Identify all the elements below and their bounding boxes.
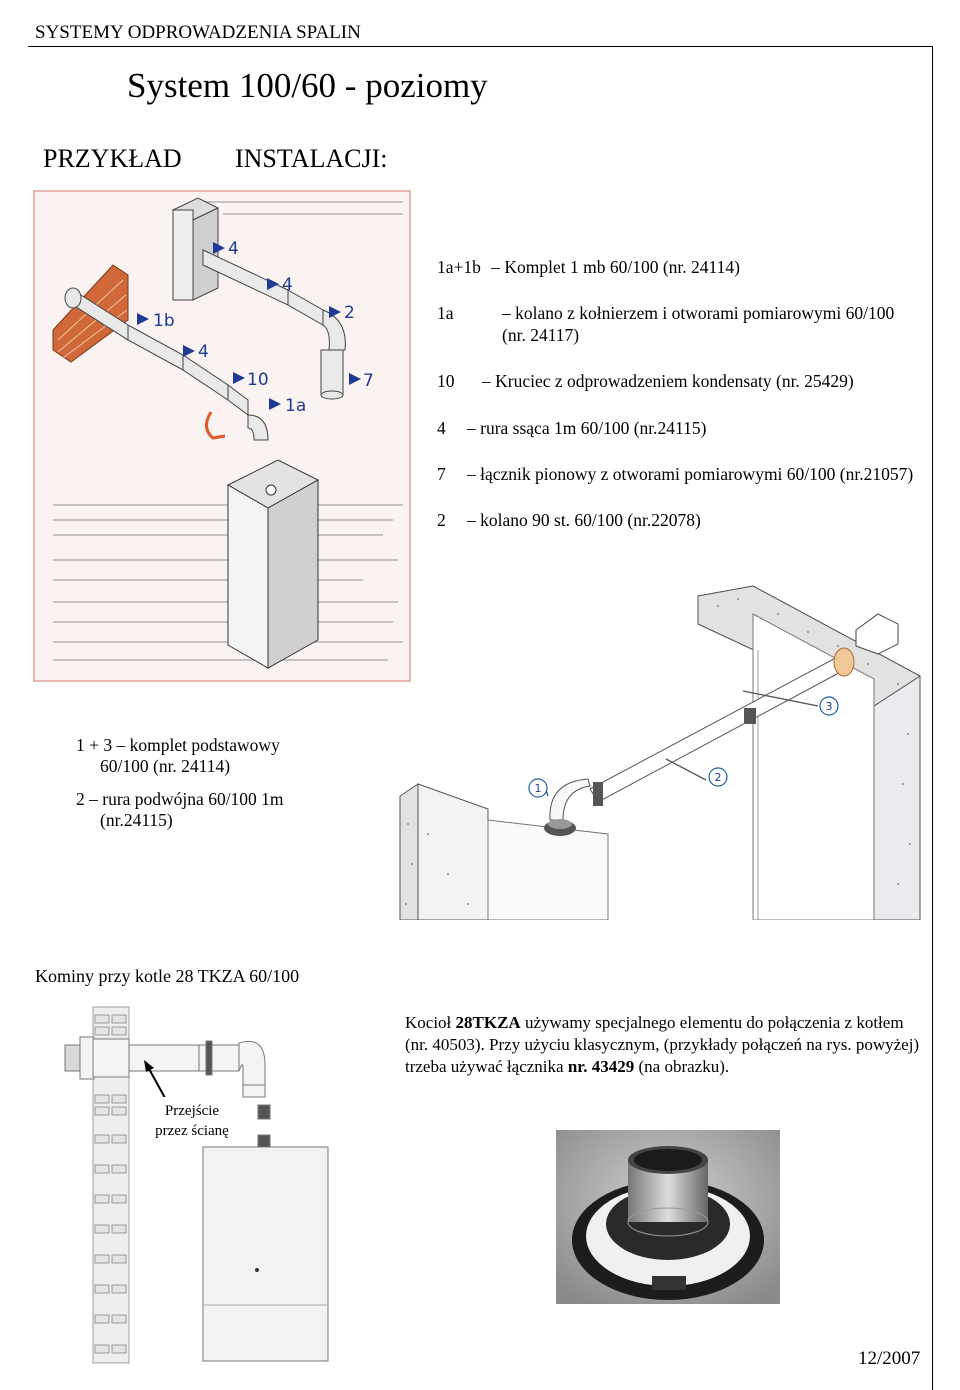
- callout-circles: [528, 696, 839, 798]
- parts-item-text: – rura ssąca 1m 60/100 (nr.24115): [467, 418, 707, 438]
- chimney: [171, 197, 220, 301]
- parts-item-text: – kolano 90 st. 60/100 (nr.22078): [467, 510, 701, 530]
- footer-date: 12/2007: [858, 1348, 921, 1369]
- label-backdrop: [148, 1097, 240, 1137]
- flue-pipes: [64, 249, 346, 441]
- wall-label: Przejście przez ścianę: [155, 1103, 229, 1139]
- horizontal-system-diagram: 1 2 3: [399, 585, 921, 920]
- wall-pipe: [64, 1036, 271, 1150]
- parts-item: 1a – kolano z kołnierzem i otworami pomi…: [437, 302, 917, 346]
- label-4b: 4: [282, 275, 293, 295]
- callout-3: 3: [826, 700, 833, 713]
- label-1a: 1a: [285, 396, 306, 416]
- wall-passage-diagram: Przejście przez ścianę: [64, 1006, 329, 1364]
- parts-item-num: 10: [437, 371, 455, 391]
- page-title: System 100/60 - poziomy: [127, 66, 488, 105]
- basic-item: 1 + 3 – komplet podstawowy 60/100 (nr. 2…: [76, 735, 396, 777]
- label-4a: 4: [228, 239, 239, 259]
- right-border: [932, 46, 933, 1390]
- basic-item-line2: (nr.24115): [100, 810, 173, 830]
- horizontal-pipe: [544, 613, 899, 836]
- label-1b: 1b: [153, 311, 175, 331]
- label-2: 2: [344, 303, 355, 323]
- parts-item-num: 1a: [437, 303, 454, 323]
- parts-item-num: 2: [437, 510, 446, 530]
- faded-text-lines: [53, 201, 403, 661]
- basic-item: 2 – rura podwójna 60/100 1m (nr.24115): [76, 789, 396, 831]
- parts-item-num: 4: [437, 418, 446, 438]
- parts-item-text: – kolano z kołnierzem i otworami pomiaro…: [502, 303, 895, 345]
- paragraph-bold-model: 28TKZA: [455, 1013, 521, 1032]
- basic-set-list: 1 + 3 – komplet podstawowy 60/100 (nr. 2…: [76, 735, 396, 831]
- label-7: 7: [363, 371, 374, 391]
- parts-item-text: – Kruciec z odprowadzeniem kondensaty (n…: [482, 371, 854, 391]
- parts-item-text: – łącznik pionowy z otworami pomiarowymi…: [467, 464, 914, 484]
- boiler: [226, 459, 320, 669]
- paragraph-text-2: używamy specjalnego elementu do połączen…: [405, 1013, 920, 1076]
- wall-speckle: [405, 598, 911, 905]
- header-title: SYSTEMY ODPROWADZENIA SPALIN: [35, 22, 361, 43]
- parts-list: 1a+1b – Komplet 1 mb 60/100 (nr. 24114) …: [437, 256, 937, 530]
- subtitle-part1: PRZYKŁAD: [43, 144, 182, 173]
- label-arrows: [137, 242, 361, 410]
- parts-item: 1a+1b – Komplet 1 mb 60/100 (nr. 24114): [437, 256, 917, 278]
- left-wall: [399, 783, 609, 920]
- adapter-photo: [556, 1130, 780, 1304]
- wall-label-line1: Przejście: [165, 1103, 219, 1119]
- wall-label-line2: przez ścianę: [155, 1123, 229, 1139]
- parts-item-num: 7: [437, 464, 446, 484]
- basic-item-line1: 1 + 3 – komplet podstawowy: [76, 735, 280, 755]
- condensate-hose: [205, 411, 226, 440]
- label-4c: 4: [198, 342, 209, 362]
- callout-labels: 1 2 3: [535, 700, 833, 795]
- section-title: Kominy przy kotle 28 TKZA 60/100: [35, 966, 300, 986]
- label-10: 10: [247, 370, 269, 390]
- parts-item-text: – Komplet 1 mb 60/100 (nr. 24114): [491, 257, 740, 277]
- description-paragraph: Kocioł 28TKZA używamy specjalnego elemen…: [405, 1012, 925, 1078]
- pointer-arrow-head: [144, 1060, 154, 1072]
- subtitle-part2: INSTALACJI:: [235, 144, 388, 173]
- basic-item-line1: 2 – rura podwójna 60/100 1m: [76, 789, 284, 809]
- paragraph-bold-part-number: nr. 43429: [567, 1057, 635, 1076]
- boiler: [202, 1146, 329, 1362]
- diagram-labels: 4 4 1b 4 2 10 7 1a: [153, 239, 374, 416]
- callout-2: 2: [715, 771, 722, 784]
- parts-item: 7 – łącznik pionowy z otworami pomiarowy…: [437, 463, 937, 507]
- paragraph-text-1: Kocioł: [405, 1013, 456, 1032]
- header-rule: [28, 46, 933, 47]
- callout-1: 1: [535, 782, 542, 795]
- installation-diagram: 4 4 1b 4 2 10 7 1a: [33, 190, 411, 682]
- parts-item-num: 1a+1b: [437, 257, 481, 277]
- basic-item-line2: 60/100 (nr. 24114): [100, 756, 231, 776]
- paragraph-text-3: (na obrazku).: [634, 1057, 730, 1076]
